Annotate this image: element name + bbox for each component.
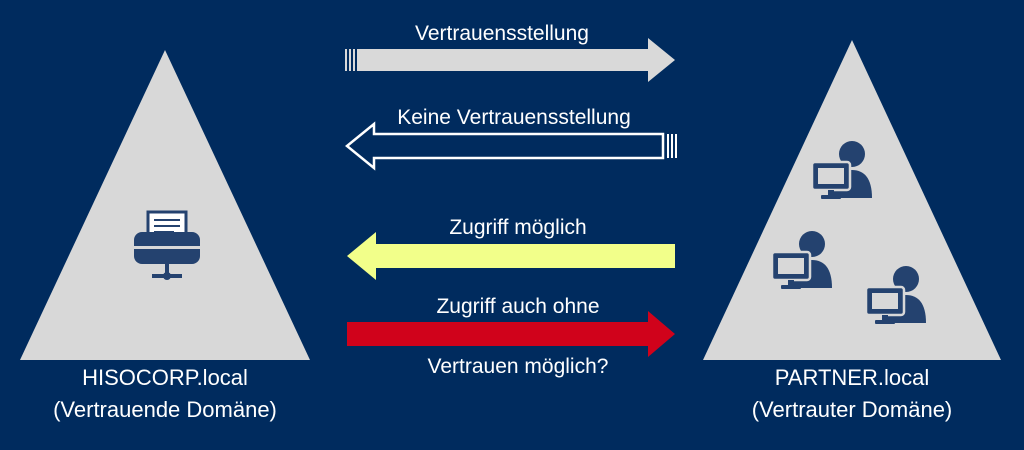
access-arrow-label: Zugriff möglich: [449, 216, 586, 239]
trust-arrow: [345, 38, 675, 82]
left-domain-role: (Vertrauende Domäne): [53, 397, 277, 422]
question-arrow-label-line2: Vertrauen möglich?: [428, 355, 609, 378]
right-domain-name: PARTNER.local: [775, 365, 929, 390]
left-domain-name: HISOCORP.local: [82, 365, 248, 390]
question-arrow: [347, 311, 675, 357]
no-trust-arrow-label: Keine Vertrauensstellung: [397, 106, 631, 129]
right-domain-triangle: [703, 40, 1001, 360]
trust-arrow-label: Vertrauensstellung: [415, 22, 589, 45]
right-domain-role: (Vertrauter Domäne): [752, 397, 953, 422]
left-domain-triangle: [20, 50, 310, 360]
network-printer-icon: [134, 210, 200, 280]
access-arrow: [347, 232, 675, 280]
question-arrow-label-line1: Zugriff auch ohne: [436, 295, 599, 318]
no-trust-arrow: [345, 121, 677, 171]
